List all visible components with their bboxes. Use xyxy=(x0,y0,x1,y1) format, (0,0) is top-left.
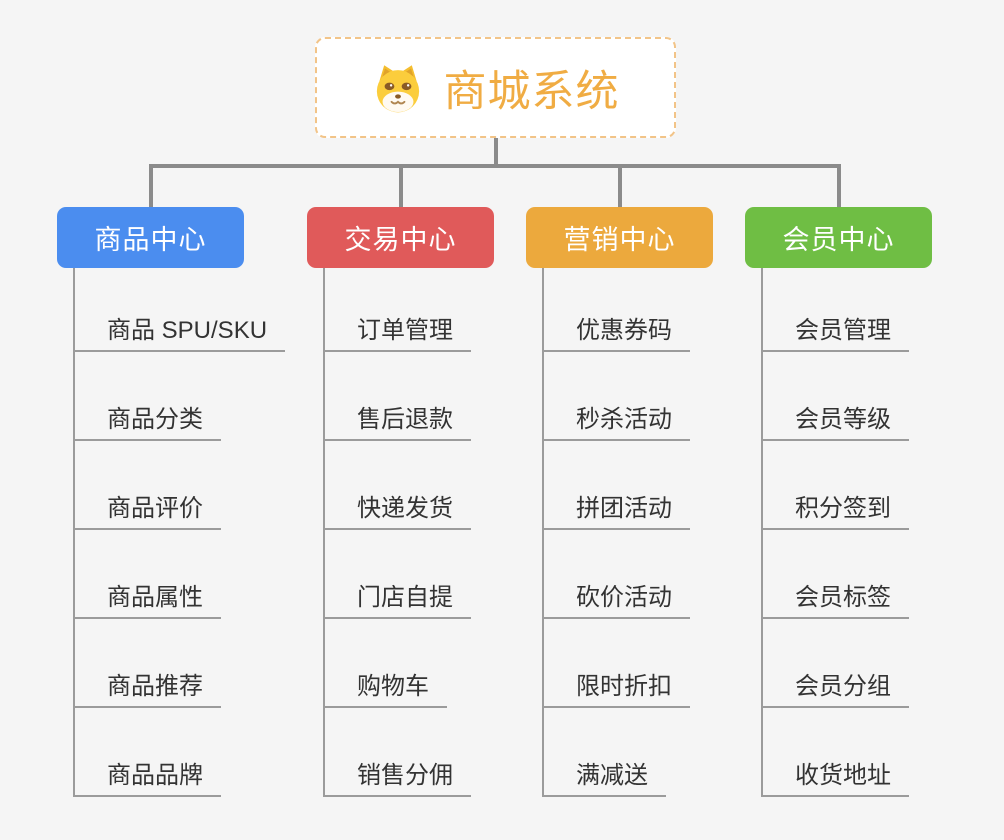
leaf-item[interactable]: 收货地址 xyxy=(761,755,909,797)
branch-connector-spine xyxy=(761,268,763,797)
leaf-item[interactable]: 会员分组 xyxy=(761,666,909,708)
leaf-item[interactable]: 快递发货 xyxy=(323,488,471,530)
leaf-item[interactable]: 砍价活动 xyxy=(542,577,690,619)
leaf-item[interactable]: 秒杀活动 xyxy=(542,399,690,441)
leaf-item[interactable]: 购物车 xyxy=(323,666,447,708)
leaf-item[interactable]: 商品分类 xyxy=(73,399,221,441)
leaf-item[interactable]: 商品推荐 xyxy=(73,666,221,708)
branch-label: 会员中心 xyxy=(782,225,895,255)
branch-connector-drop xyxy=(617,164,622,207)
root-node[interactable]: 商城系统 xyxy=(315,37,676,138)
connector-horizontal-bar xyxy=(148,164,841,168)
branch-connector-drop xyxy=(148,164,153,207)
root-title: 商城系统 xyxy=(443,67,620,116)
branch-node-3[interactable]: 营销中心 xyxy=(526,207,713,268)
leaf-item[interactable]: 订单管理 xyxy=(323,310,471,352)
leaf-item[interactable]: 会员标签 xyxy=(761,577,909,619)
leaf-item[interactable]: 会员等级 xyxy=(761,399,909,441)
leaf-item[interactable]: 商品品牌 xyxy=(73,755,221,797)
branch-connector-drop xyxy=(398,164,403,207)
leaf-item[interactable]: 积分签到 xyxy=(761,488,909,530)
branch-label: 交易中心 xyxy=(344,225,457,255)
root-connector-stub xyxy=(494,138,498,168)
doge-icon xyxy=(372,62,424,114)
leaf-item[interactable]: 拼团活动 xyxy=(542,488,690,530)
leaf-item[interactable]: 商品评价 xyxy=(73,488,221,530)
leaf-item[interactable]: 门店自提 xyxy=(323,577,471,619)
branch-connector-spine xyxy=(73,268,75,797)
leaf-item[interactable]: 销售分佣 xyxy=(323,755,471,797)
branch-connector-spine xyxy=(323,268,325,797)
branch-node-2[interactable]: 交易中心 xyxy=(307,207,494,268)
branch-label: 商品中心 xyxy=(94,225,207,255)
branch-connector-drop xyxy=(836,164,841,207)
branch-connector-spine xyxy=(542,268,544,797)
leaf-item[interactable]: 优惠券码 xyxy=(542,310,690,352)
leaf-item[interactable]: 满减送 xyxy=(542,755,666,797)
leaf-item[interactable]: 商品属性 xyxy=(73,577,221,619)
leaf-item[interactable]: 商品 SPU/SKU xyxy=(73,310,286,352)
branch-node-1[interactable]: 商品中心 xyxy=(57,207,244,268)
branch-label: 营销中心 xyxy=(563,225,676,255)
leaf-item[interactable]: 限时折扣 xyxy=(542,666,690,708)
branch-node-4[interactable]: 会员中心 xyxy=(745,207,932,268)
leaf-item[interactable]: 会员管理 xyxy=(761,310,909,352)
leaf-item[interactable]: 售后退款 xyxy=(323,399,471,441)
